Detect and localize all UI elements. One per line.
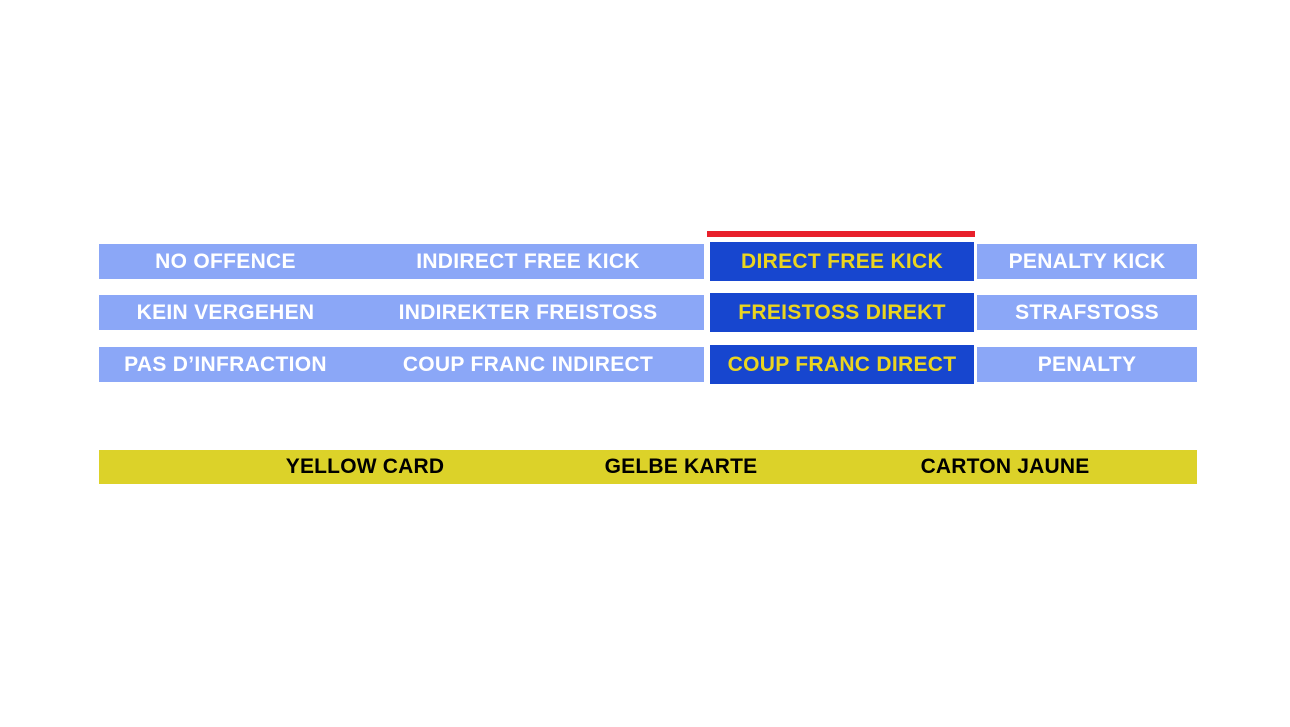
yellow-card-label-german: GELBE KARTE: [604, 455, 758, 478]
yellow-card-bar[interactable]: YELLOW CARD GELBE KARTE CARTON JAUNE: [99, 450, 1197, 484]
option-penalty[interactable]: PENALTY: [977, 347, 1197, 382]
yellow-card-label-french: CARTON JAUNE: [920, 455, 1090, 478]
answer-row-french: PAS D’INFRACTION COUP FRANC INDIRECT COU…: [0, 345, 1290, 384]
yellow-card-label-english: YELLOW CARD: [285, 455, 445, 478]
option-coup-franc-indirect[interactable]: COUP FRANC INDIRECT: [352, 347, 704, 382]
option-kein-vergehen[interactable]: KEIN VERGEHEN: [99, 295, 352, 330]
option-no-offence[interactable]: NO OFFENCE: [99, 244, 352, 279]
option-direct-free-kick-selected[interactable]: DIRECT FREE KICK: [710, 242, 974, 281]
answer-row-german: KEIN VERGEHEN INDIREKTER FREISTOSS FREIS…: [0, 293, 1290, 332]
option-coup-franc-direct-selected[interactable]: COUP FRANC DIRECT: [710, 345, 974, 384]
option-penalty-kick[interactable]: PENALTY KICK: [977, 244, 1197, 279]
answer-row-english: NO OFFENCE INDIRECT FREE KICK DIRECT FRE…: [0, 242, 1290, 281]
option-freistoss-direkt-selected[interactable]: FREISTOSS DIREKT: [710, 293, 974, 332]
option-pas-d-infraction[interactable]: PAS D’INFRACTION: [99, 347, 352, 382]
option-strafstoss[interactable]: STRAFSTOSS: [977, 295, 1197, 330]
selected-column-marker: [707, 231, 975, 237]
option-indirect-free-kick[interactable]: INDIRECT FREE KICK: [352, 244, 704, 279]
option-indirekter-freistoss[interactable]: INDIREKTER FREISTOSS: [352, 295, 704, 330]
